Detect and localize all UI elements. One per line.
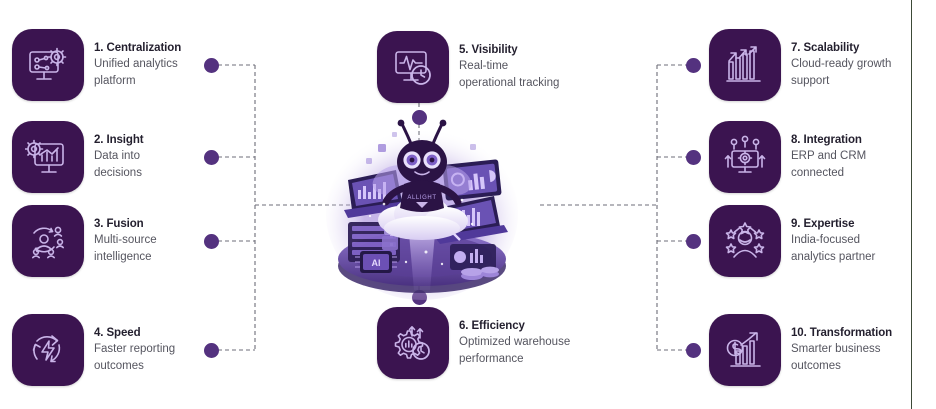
desc-scalability: Cloud-ready growth support <box>791 58 892 87</box>
dot-centralization <box>204 58 219 73</box>
desc-insight: Data into decisions <box>94 150 142 179</box>
desc-speed: Faster reporting outcomes <box>94 343 176 372</box>
tile-visibility <box>377 31 449 103</box>
text-speed: 4. Speed Faster reporting outcomes <box>94 326 175 374</box>
text-insight: 2. Insight Data into decisions <box>94 133 144 181</box>
title-expertise: 9. Expertise <box>791 217 855 230</box>
monitor-gear-nodes-icon <box>724 135 766 173</box>
desc-expertise: India-focused analytics partner <box>791 234 876 263</box>
title-insight: 2. Insight <box>94 133 144 146</box>
gear-chart-clock-icon <box>394 326 430 360</box>
svg-text:AI: AI <box>372 258 381 268</box>
bolt-refresh-icon <box>32 335 61 363</box>
text-expertise: 9. Expertise India-focused analytics par… <box>791 217 875 265</box>
title-efficiency: 6. Efficiency <box>459 319 525 332</box>
item-visibility[interactable]: 5. Visibility Real-time operational trac… <box>377 31 559 103</box>
tile-integration <box>709 121 781 193</box>
growth-arrows-bars-icon <box>726 46 761 82</box>
item-speed[interactable]: 4. Speed Faster reporting outcomes <box>12 314 175 386</box>
text-fusion: 3. Fusion Multi-source intelligence <box>94 217 157 265</box>
item-expertise[interactable]: 9. Expertise India-focused analytics par… <box>709 205 875 277</box>
tile-centralization <box>12 29 84 101</box>
desc-integration: ERP and CRM connected <box>791 150 867 179</box>
text-integration: 8. Integration ERP and CRM connected <box>791 133 866 181</box>
tile-scalability <box>709 29 781 101</box>
title-fusion: 3. Fusion <box>94 217 144 230</box>
tile-efficiency <box>377 307 449 379</box>
dot-expertise <box>686 234 701 249</box>
title-integration: 8. Integration <box>791 133 862 146</box>
dot-speed <box>204 343 219 358</box>
item-scalability[interactable]: 7. Scalability Cloud-ready growth suppor… <box>709 29 891 101</box>
dot-scalability <box>686 58 701 73</box>
dot-transformation <box>686 343 701 358</box>
desc-visibility: Real-time operational tracking <box>459 60 560 89</box>
item-transformation[interactable]: 10. Transformation Smarter business outc… <box>709 314 892 386</box>
text-transformation: 10. Transformation Smarter business outc… <box>791 326 892 374</box>
tile-insight <box>12 121 84 193</box>
text-scalability: 7. Scalability Cloud-ready growth suppor… <box>791 41 891 89</box>
center-illustration: AI <box>322 104 522 302</box>
dot-visibility <box>412 110 427 125</box>
title-speed: 4. Speed <box>94 326 141 339</box>
svg-text:ALLIGHT: ALLIGHT <box>407 195 436 201</box>
monitor-network-gear-icon <box>29 47 67 80</box>
title-transformation: 10. Transformation <box>791 326 893 339</box>
item-centralization[interactable]: 1. Centralization Unified analytics plat… <box>12 29 181 101</box>
tile-expertise <box>709 205 781 277</box>
tile-transformation <box>709 314 781 386</box>
title-scalability: 7. Scalability <box>791 41 860 54</box>
people-cycle-icon <box>31 226 64 259</box>
desc-centralization: Unified analytics platform <box>94 58 178 87</box>
tile-speed <box>12 314 84 386</box>
text-centralization: 1. Centralization Unified analytics plat… <box>94 41 181 89</box>
title-centralization: 1. Centralization <box>94 41 182 54</box>
item-insight[interactable]: 2. Insight Data into decisions <box>12 121 144 193</box>
dot-integration <box>686 150 701 165</box>
item-integration[interactable]: 8. Integration ERP and CRM connected <box>709 121 866 193</box>
dot-fusion <box>204 234 219 249</box>
dot-insight <box>204 150 219 165</box>
page-edge-rule <box>911 0 912 409</box>
desc-efficiency: Optimized warehouse performance <box>459 336 571 365</box>
desc-transformation: Smarter business outcomes <box>791 343 881 372</box>
item-efficiency[interactable]: 6. Efficiency Optimized warehouse perfor… <box>377 307 570 379</box>
dollar-growth-chart-icon <box>726 332 761 367</box>
monitor-pulse-clock-icon <box>395 51 431 85</box>
monitor-bar-chart-gear-icon <box>25 139 64 173</box>
text-visibility: 5. Visibility Real-time operational trac… <box>459 43 559 91</box>
title-visibility: 5. Visibility <box>459 43 518 56</box>
text-efficiency: 6. Efficiency Optimized warehouse perfor… <box>459 319 570 367</box>
desc-fusion: Multi-source intelligence <box>94 234 157 263</box>
person-stars-icon <box>725 222 765 258</box>
tile-fusion <box>12 205 84 277</box>
item-fusion[interactable]: 3. Fusion Multi-source intelligence <box>12 205 157 277</box>
